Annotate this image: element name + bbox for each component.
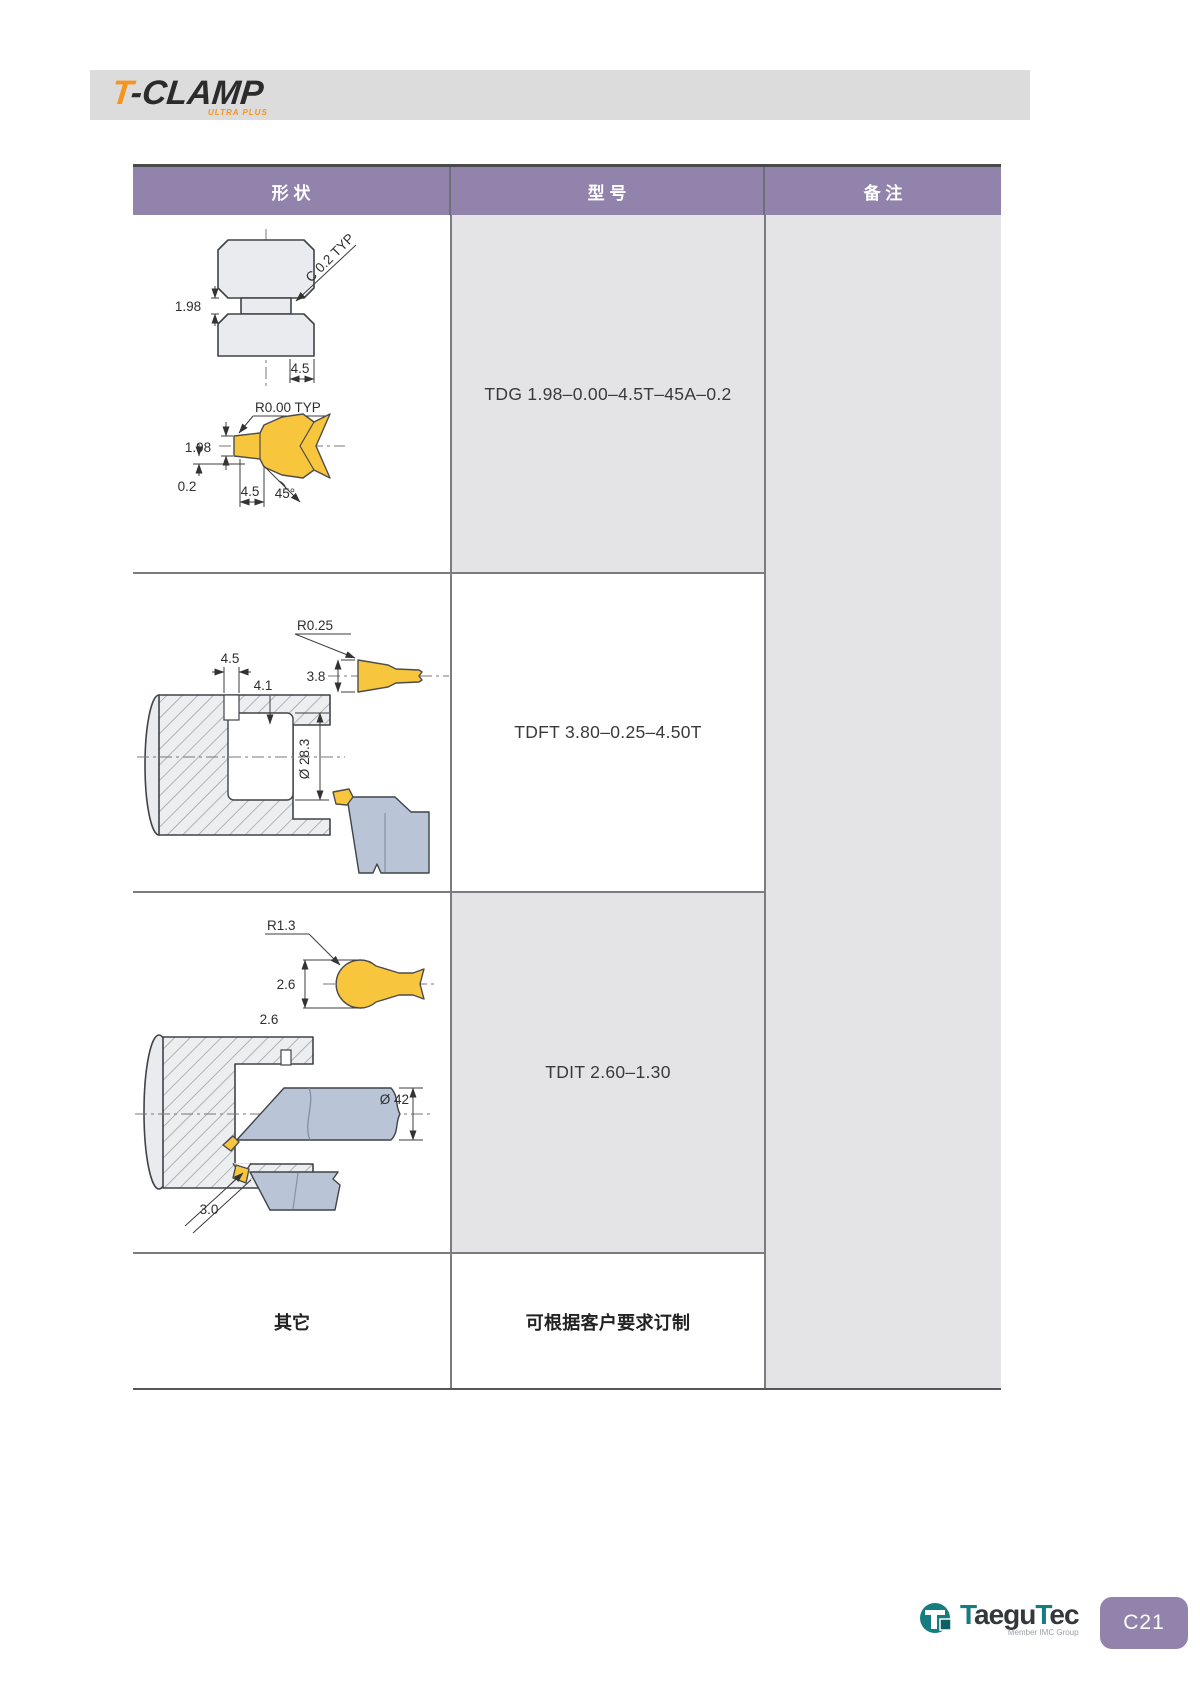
tdit-drawing: R1.3 2.6 2.6 xyxy=(135,918,435,1234)
shape-cell-tdit: R1.3 2.6 2.6 xyxy=(133,892,451,1253)
tdg-dim-width: 4.5 xyxy=(291,361,310,376)
brand-part: T xyxy=(1035,1599,1050,1630)
column-header-shape: 形 状 xyxy=(133,167,451,215)
logo-subtitle: ULTRA PLUS xyxy=(208,108,268,117)
tdit-groove-width: 2.6 xyxy=(260,1012,279,1027)
table-bottom-border xyxy=(133,1388,1001,1390)
tdg-radius-label: R0.00 TYP xyxy=(255,400,321,415)
brand-bar: T-CLAMP ULTRA PLUS xyxy=(90,70,1030,120)
tdg-angle-label: 45° xyxy=(275,486,295,501)
tdft-insert-width: 3.8 xyxy=(307,669,326,684)
logo-clamp: -CLAMP xyxy=(128,74,266,112)
shape-cell-tdft: R0.25 3.8 4.5 4.1 xyxy=(133,573,451,892)
row-divider-1 xyxy=(133,572,766,574)
tdg-insert-dim-height: 1.98 xyxy=(185,440,211,455)
row-divider-2 xyxy=(133,891,766,893)
tdg-dim-land: 0.2 xyxy=(178,479,197,494)
brand-part: ec xyxy=(1049,1599,1079,1630)
table-body: TDG 1.98–0.00–4.5T–45A–0.2 TDFT 3.80–0.2… xyxy=(133,215,1001,1390)
column-header-model: 型 号 xyxy=(451,167,765,215)
tdg-dim-height: 1.98 xyxy=(175,299,201,314)
tdit-radius-label: R1.3 xyxy=(267,918,296,933)
shape-cell-tdg: 1.98 C 0.2 TYP 4.5 R0.00 TYP 1.98 xyxy=(133,215,451,573)
tdit-insert-width: 2.6 xyxy=(277,977,296,992)
model-cell-tdft: TDFT 3.80–0.25–4.50T xyxy=(451,573,765,892)
remarks-cell xyxy=(765,215,1001,1390)
shape-cell-other: 其它 xyxy=(274,1312,310,1333)
row-divider-3 xyxy=(133,1252,766,1254)
taegutec-icon xyxy=(920,1603,952,1633)
brand-part: aegu xyxy=(974,1599,1036,1630)
tdft-drawing: R0.25 3.8 4.5 4.1 xyxy=(137,618,449,874)
column-divider-2 xyxy=(764,215,766,1390)
column-header-remark: 备 注 xyxy=(863,183,903,203)
taegutec-wordmark: TaeguTec xyxy=(960,1599,1080,1630)
tdft-depth: 4.1 xyxy=(254,678,273,693)
tdft-radius-label: R0.25 xyxy=(297,618,333,633)
tdg-drawing: 1.98 C 0.2 TYP 4.5 R0.00 TYP 1.98 xyxy=(175,229,357,507)
table-header: 形 状 型 号 备 注 xyxy=(133,164,1001,215)
column-divider-1 xyxy=(450,215,452,1390)
model-cell-tdg: TDG 1.98–0.00–4.5T–45A–0.2 xyxy=(451,215,765,573)
brand-part: T xyxy=(960,1599,975,1630)
brand-tagline: Member IMC Group xyxy=(1007,1628,1079,1637)
model-cell-tdit: TDIT 2.60–1.30 xyxy=(451,892,765,1253)
tdit-depth: 3.0 xyxy=(200,1202,219,1217)
tdg-insert-dim-width: 4.5 xyxy=(241,484,260,499)
taegutec-logo: TaeguTec Member IMC Group xyxy=(918,1599,1080,1637)
tdft-diameter: Ø 28.3 xyxy=(297,739,312,780)
model-cell-custom: 可根据客户要求订制 xyxy=(451,1253,765,1390)
tdit-bar-diameter: Ø 42 xyxy=(380,1092,409,1107)
page-number-badge: C21 xyxy=(1100,1597,1188,1649)
tdft-groove-width: 4.5 xyxy=(221,651,240,666)
